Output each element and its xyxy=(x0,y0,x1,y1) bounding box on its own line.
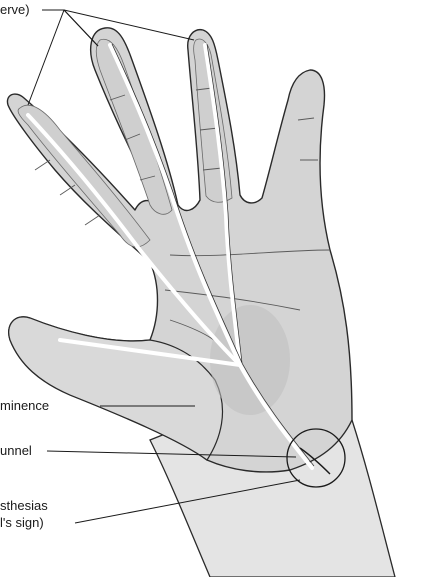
label-thenar-eminence: minence xyxy=(0,398,49,413)
label-carpal-tunnel: unnel xyxy=(0,443,32,458)
label-tinel-sign: l's sign) xyxy=(0,515,44,530)
label-median-nerve: erve) xyxy=(0,2,30,17)
label-paresthesias: sthesias xyxy=(0,498,48,513)
